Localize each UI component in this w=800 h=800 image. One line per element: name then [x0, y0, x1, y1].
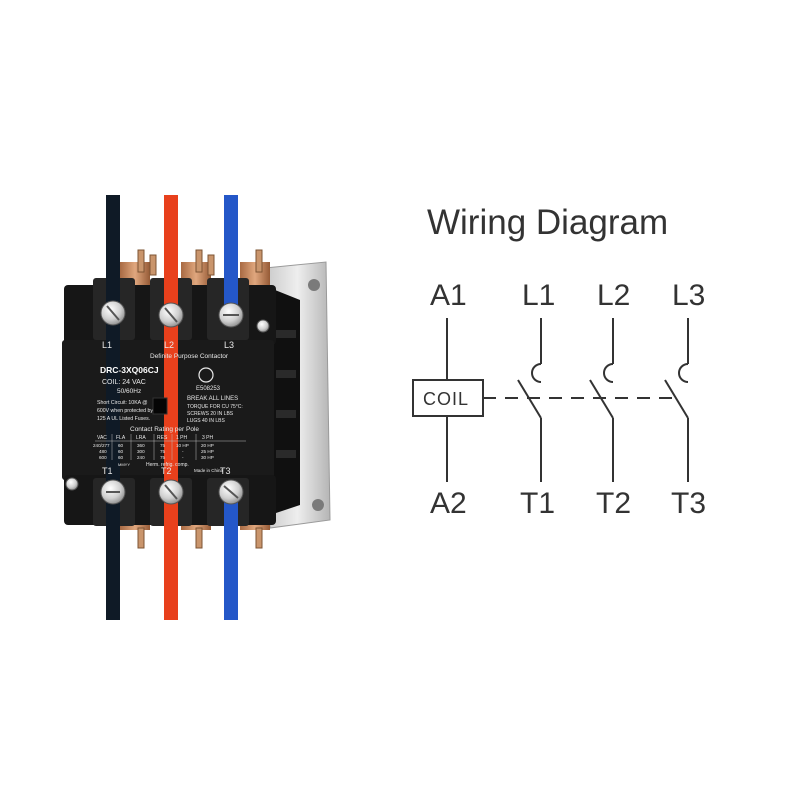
- coil-indicator-window: [152, 397, 168, 415]
- date-code: MMYY: [118, 462, 130, 467]
- rating-cell: 600: [99, 455, 107, 460]
- contactor-model: DRC-3XQ06CJ: [100, 365, 159, 375]
- rating-header-fla: FLA: [116, 435, 126, 441]
- rating-cell: -: [182, 455, 184, 460]
- rating-cell: 75: [160, 449, 166, 454]
- contactor-illustration: L1 L2 L3 T1 T2 T3 Definite Purpose Conta…: [62, 195, 331, 620]
- rating-header-1ph: 1 PH: [176, 435, 188, 441]
- torque-3: LUGS 40 IN LBS: [187, 418, 225, 424]
- rating-cell: 60: [118, 443, 124, 448]
- rating-cell: 60: [118, 455, 124, 460]
- coil-rating: COIL: 24 VAC: [102, 379, 146, 386]
- break-all-lines: BREAK ALL LINES: [187, 396, 238, 402]
- label-a2: A2: [430, 487, 467, 520]
- bottom-screws: [65, 477, 244, 505]
- rating-cell: 75: [160, 443, 166, 448]
- contactor-subtitle: Definite Purpose Contactor: [150, 353, 229, 360]
- pole-3-contact: [664, 379, 689, 419]
- wire-l2: [164, 195, 178, 620]
- torque-1: TORQUE FOR CU 75°C:: [187, 404, 243, 410]
- label-t1: T1: [520, 487, 555, 520]
- coil-frequency: 50/60Hz: [117, 388, 141, 395]
- terminal-label-l2: L2: [164, 340, 174, 350]
- short-circuit-3: 125 A UL Listed Fuses.: [97, 416, 150, 422]
- rating-cell: 25 HP: [201, 449, 214, 454]
- rating-cell: 60: [118, 449, 124, 454]
- pole-2-hook: [603, 363, 614, 383]
- label-t3: T3: [671, 487, 706, 520]
- top-screws: [100, 300, 270, 333]
- label-l3: L3: [672, 279, 705, 312]
- label-l1: L1: [522, 279, 555, 312]
- rating-cell: 10 HP: [176, 443, 189, 448]
- housing-side-vents: [276, 330, 296, 458]
- spade-terminals: [137, 249, 263, 549]
- herm-refrig: Herm. refrig. comp.: [146, 462, 189, 468]
- rating-header-3ph: 3 PH: [202, 435, 214, 441]
- diagram-title: Wiring Diagram: [427, 203, 668, 242]
- mounting-hole-bottom: [312, 499, 324, 511]
- rating-table: VAC FLA LRA RES 1 PH 3 PH 240/277 60 360…: [93, 434, 246, 460]
- label-l2: L2: [597, 279, 630, 312]
- terminal-label-t1: T1: [102, 466, 113, 476]
- made-in: Made in China: [194, 468, 224, 473]
- terminal-label-t3: T3: [220, 466, 231, 476]
- wire-l3: [224, 195, 238, 315]
- terminal-label-l3: L3: [224, 340, 234, 350]
- short-circuit-2: 600V when protected by: [97, 408, 153, 414]
- screw-side-left: [65, 477, 79, 491]
- rating-cell: 300: [137, 449, 145, 454]
- rating-header-res: RES: [157, 435, 168, 441]
- coil-label: COIL: [423, 389, 469, 409]
- rating-cell: 75: [160, 455, 166, 460]
- cert-number: E508253: [196, 386, 221, 392]
- pole-3-hook: [678, 363, 689, 383]
- pole-1-hook: [531, 363, 542, 383]
- wiring-diagram: Wiring Diagram A1 L1 L2 L3 A2 T1 T2 T3 C…: [412, 203, 706, 520]
- rating-cell: 240: [137, 455, 145, 460]
- rating-cell: 240/277: [93, 443, 110, 448]
- wire-l3-lower: [224, 485, 238, 620]
- housing-side: [270, 288, 300, 515]
- rating-header-vac: VAC: [97, 435, 107, 441]
- rating-cell: 360: [137, 443, 145, 448]
- rating-header-lra: LRA: [136, 435, 146, 441]
- rating-title: Contact Rating per Pole: [130, 426, 199, 433]
- terminal-label-l1: L1: [102, 340, 112, 350]
- short-circuit-1: Short Circuit: 10KA @: [97, 400, 148, 406]
- screw-side-right: [256, 319, 270, 333]
- certification-mark: [198, 367, 214, 383]
- rating-cell: -: [182, 449, 184, 454]
- torque-2: SCREWS 20 IN LBS: [187, 411, 234, 417]
- rating-cell: 480: [99, 449, 107, 454]
- terminal-label-t2: T2: [161, 466, 172, 476]
- mounting-hole-top: [308, 279, 320, 291]
- rating-cell: 30 HP: [201, 455, 214, 460]
- label-a1: A1: [430, 279, 467, 312]
- label-t2: T2: [596, 487, 631, 520]
- rating-cell: 20 HP: [201, 443, 214, 448]
